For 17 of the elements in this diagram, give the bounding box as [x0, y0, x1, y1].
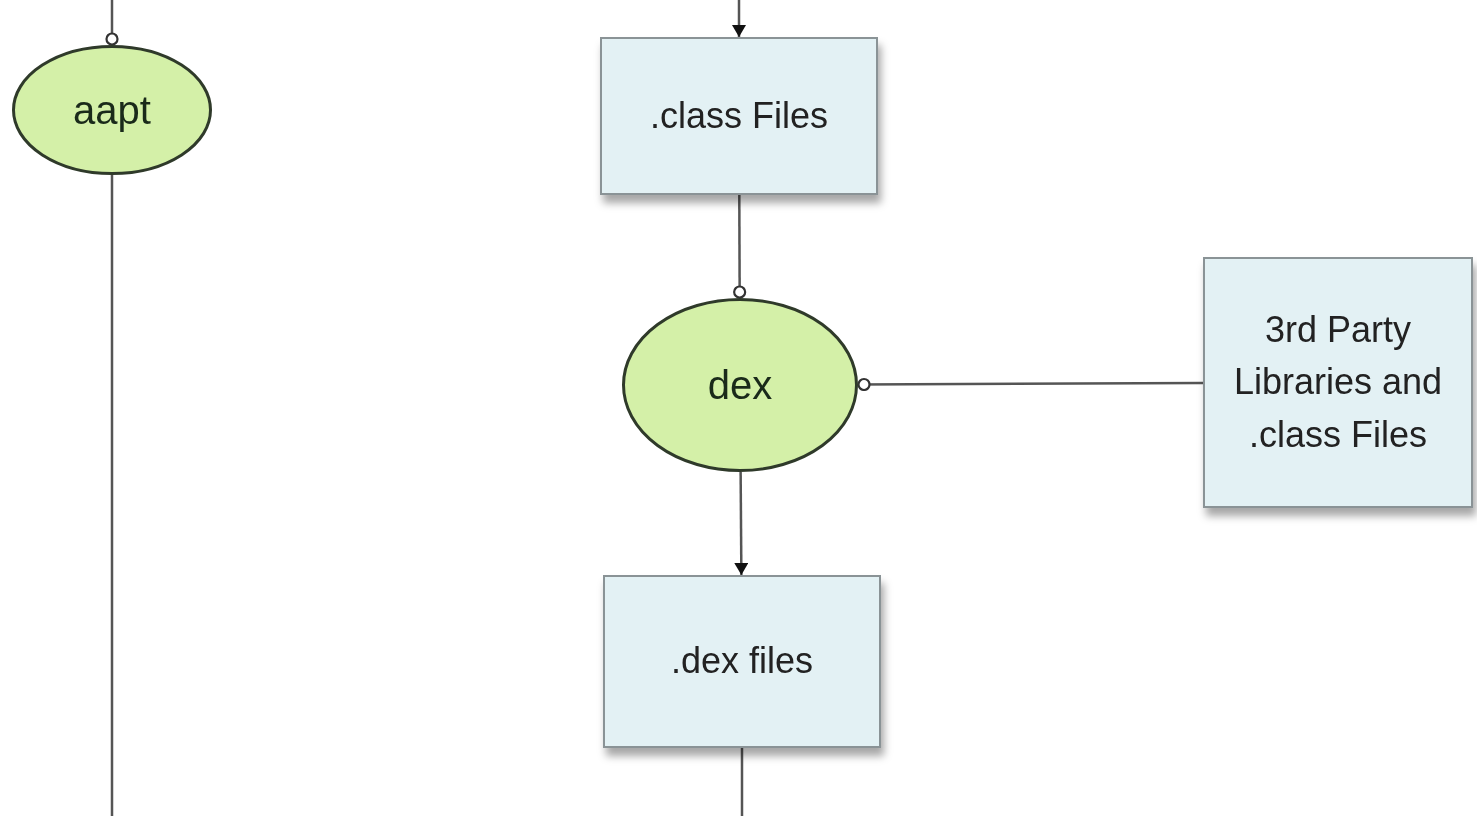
file-box	[603, 575, 881, 748]
arrow	[732, 0, 746, 37]
file-box	[600, 37, 878, 195]
connector-line	[857, 377, 1203, 392]
arrow	[734, 472, 749, 575]
node-label: dex	[707, 362, 773, 409]
process-ellipse	[12, 45, 212, 175]
node-label: .dex files	[670, 639, 814, 684]
file-box	[1203, 257, 1473, 508]
node-label: 3rd Party Libraries and .class Files	[1232, 308, 1444, 457]
connector-line	[740, 748, 744, 816]
node-label: .class Files	[650, 93, 828, 138]
connector-line	[733, 195, 747, 299]
connector-line	[110, 175, 114, 816]
process-ellipse	[622, 298, 858, 472]
node-label: aapt	[73, 87, 151, 134]
connector-line	[105, 0, 119, 46]
